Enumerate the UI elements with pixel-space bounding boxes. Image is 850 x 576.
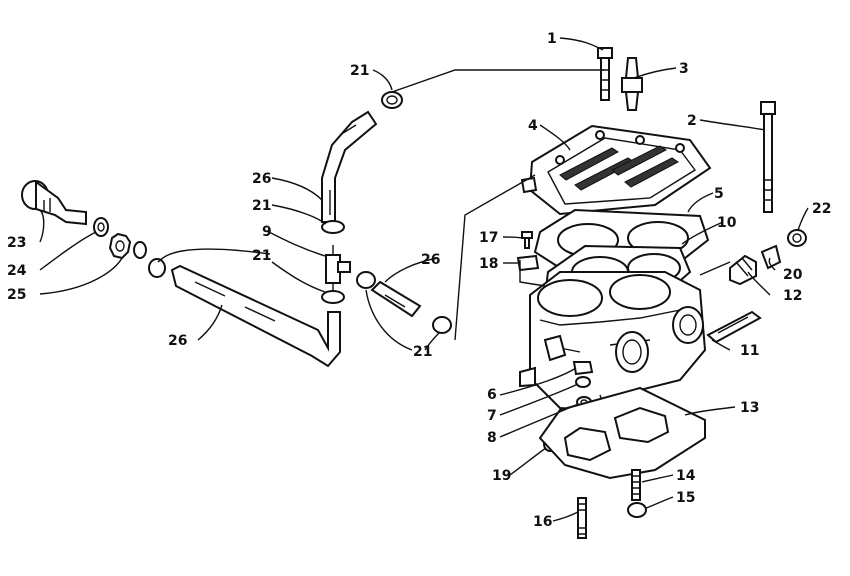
callout-13: 13: [740, 400, 759, 416]
fitting-12: [729, 254, 757, 286]
stud-16: [577, 497, 587, 539]
screw-17: [521, 231, 533, 249]
cylinder-block: [519, 271, 707, 412]
callout-22: 22: [812, 201, 831, 217]
callout-19: 19: [492, 468, 511, 484]
callout-25: 25: [7, 287, 26, 303]
cover-plate-11: [706, 310, 762, 344]
tee-fitting: [325, 245, 351, 292]
callout-6: 6: [487, 387, 497, 403]
callout-21-top: 21: [350, 63, 369, 79]
hose-clamp-right-b: [432, 316, 452, 334]
callout-15: 15: [676, 490, 695, 506]
hose-clamp-top: [381, 91, 403, 109]
lower-gasket: [538, 386, 706, 480]
callout-8: 8: [487, 430, 497, 446]
lower-hose: [170, 264, 341, 368]
callout-23: 23: [7, 235, 26, 251]
washer-24: [93, 217, 109, 237]
callout-26-right: 26: [421, 252, 440, 268]
plug-6: [572, 361, 594, 376]
bolt-2: [760, 101, 776, 213]
callout-21-mid: 21: [252, 198, 271, 214]
hose-clamp-22: [787, 229, 807, 247]
callout-17: 17: [479, 230, 498, 246]
spark-plug: [621, 57, 643, 111]
nut-15: [627, 502, 647, 518]
callout-9: 9: [262, 224, 272, 240]
washer-7: [575, 376, 591, 388]
hose-clamp-lower: [321, 290, 345, 304]
callout-11: 11: [740, 343, 759, 359]
stud-14: [631, 469, 641, 501]
callout-24: 24: [7, 263, 27, 279]
callout-20: 20: [783, 267, 803, 283]
callout-1: 1: [547, 31, 557, 47]
leader-lines: [39, 37, 809, 522]
callout-26-upper: 26: [252, 171, 271, 187]
thermostat-knob: [21, 180, 87, 226]
gear-nut-25: [108, 232, 147, 260]
callouts: 1 2 3 4 5 6 7 8 9 10 11 12 13 14 15 16 1…: [7, 31, 831, 530]
cylinder-head: [520, 124, 712, 216]
callout-16: 16: [533, 514, 552, 530]
guide-lines: [391, 69, 731, 341]
callout-12: 12: [783, 288, 802, 304]
hose-clamp-mid: [321, 220, 345, 234]
callout-7: 7: [487, 408, 497, 424]
hose-clamp-right-a: [356, 271, 376, 289]
callout-10: 10: [717, 215, 737, 231]
callout-26-lower: 26: [168, 333, 187, 349]
callout-2: 2: [687, 113, 697, 129]
callout-4: 4: [528, 118, 538, 134]
upper-hose: [321, 110, 378, 223]
callout-18: 18: [479, 256, 498, 272]
hose-clamp-left: [148, 258, 166, 278]
callout-5: 5: [714, 186, 724, 202]
bolt-1: [597, 47, 613, 101]
callout-3: 3: [679, 61, 689, 77]
callout-21-bottom: 21: [413, 344, 432, 360]
callout-14: 14: [676, 468, 696, 484]
callout-21-left: 21: [252, 248, 271, 264]
nipple-18: [516, 254, 540, 272]
short-hose: [370, 280, 422, 318]
cap-20: [760, 244, 782, 270]
